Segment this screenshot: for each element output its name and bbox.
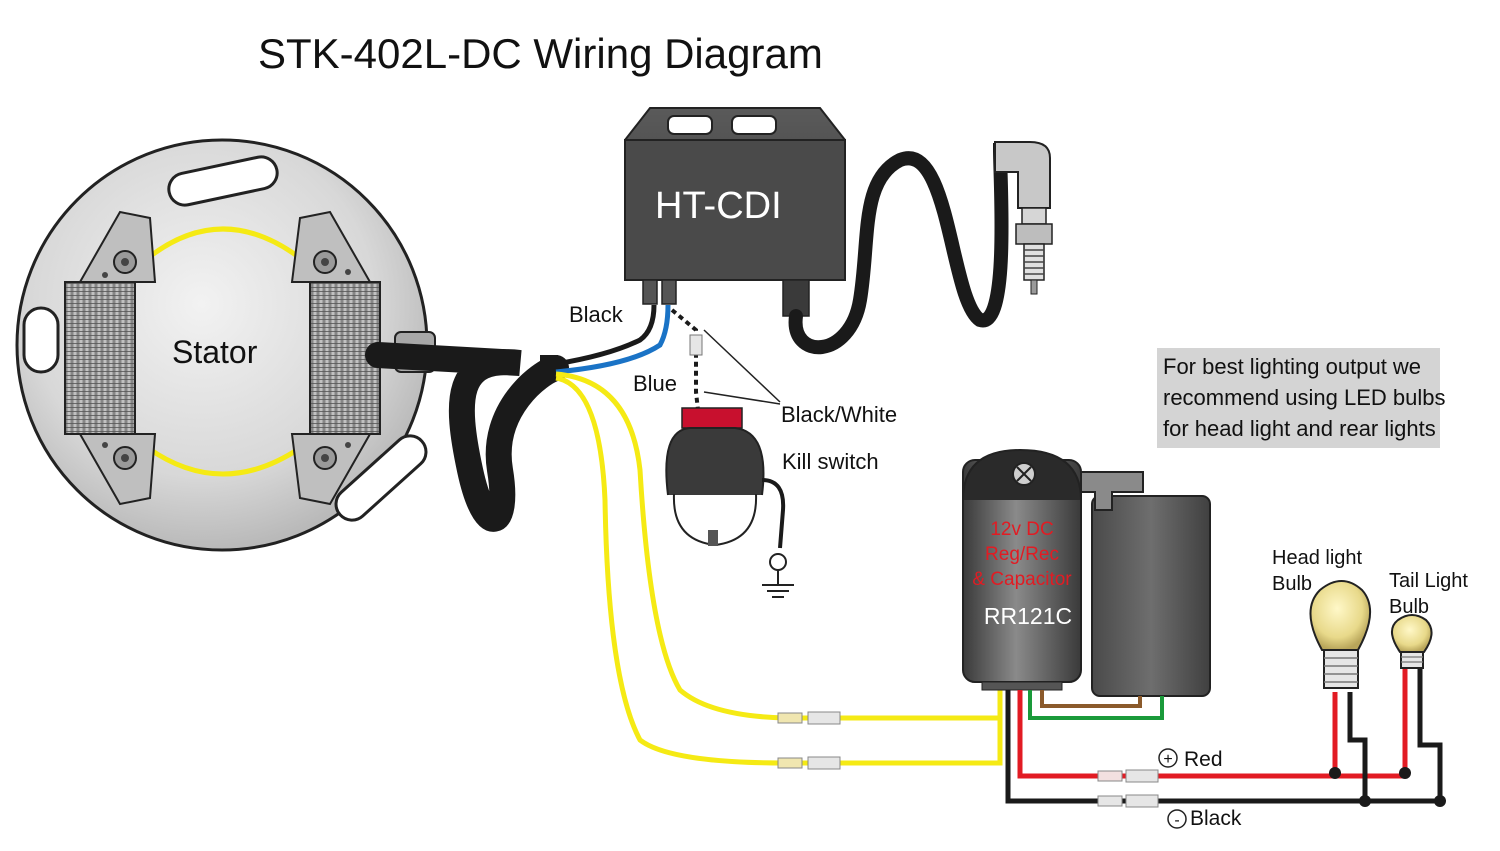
head-light-label-2: Bulb bbox=[1272, 573, 1312, 595]
stator-label: Stator bbox=[172, 334, 258, 370]
tail-light-label-1: Tail Light bbox=[1389, 570, 1468, 592]
yellow-wire-1 bbox=[555, 371, 1003, 721]
yellow-connectors bbox=[777, 711, 841, 770]
plus-symbol: + bbox=[1158, 748, 1178, 768]
label-kill-switch: Kill switch bbox=[782, 449, 879, 474]
black-ground-wire bbox=[1005, 665, 1443, 804]
svg-text:+: + bbox=[1163, 751, 1172, 768]
tail-light-label-2: Bulb bbox=[1389, 596, 1429, 618]
power-connectors bbox=[1097, 769, 1159, 808]
reg-line3: & Capacitor bbox=[972, 569, 1072, 590]
tail-light-bulb bbox=[1391, 614, 1433, 669]
black-wire bbox=[555, 304, 657, 367]
blue-wire bbox=[555, 304, 671, 375]
minus-symbol: - bbox=[1167, 809, 1187, 829]
label-blue: Blue bbox=[633, 371, 677, 396]
note-line-2: recommend using LED bulbs bbox=[1163, 385, 1446, 410]
label-black: Black bbox=[569, 302, 624, 327]
ht-lead bbox=[788, 143, 1012, 355]
regulator-rectifier bbox=[962, 448, 1211, 697]
reg-line1: 12v DC bbox=[990, 519, 1053, 540]
stator-harness bbox=[365, 342, 569, 532]
green-wire bbox=[1028, 690, 1164, 720]
diagram-title: STK-402L-DC Wiring Diagram bbox=[258, 30, 823, 77]
spark-plug bbox=[994, 141, 1053, 295]
note-line-3: for head light and rear lights bbox=[1163, 416, 1436, 441]
yellow-wire-2 bbox=[555, 375, 1003, 766]
label-black-white: Black/White bbox=[781, 402, 897, 427]
ht-cdi bbox=[624, 107, 846, 317]
cdi-label: HT-CDI bbox=[655, 185, 782, 227]
reg-line2: Reg/Rec bbox=[985, 544, 1059, 565]
svg-text:-: - bbox=[1174, 812, 1179, 829]
head-light-label-1: Head light bbox=[1272, 547, 1363, 569]
black-white-wire bbox=[670, 308, 700, 411]
kill-switch bbox=[665, 407, 794, 598]
note-line-1: For best lighting output we bbox=[1163, 354, 1422, 379]
brown-wire bbox=[1040, 690, 1142, 708]
reg-model: RR121C bbox=[984, 603, 1072, 629]
label-red: Red bbox=[1184, 748, 1223, 771]
head-light-bulb bbox=[1309, 580, 1372, 689]
lighting-note: For best lighting output we recommend us… bbox=[1157, 348, 1446, 448]
label-black-ground: Black bbox=[1190, 807, 1242, 830]
